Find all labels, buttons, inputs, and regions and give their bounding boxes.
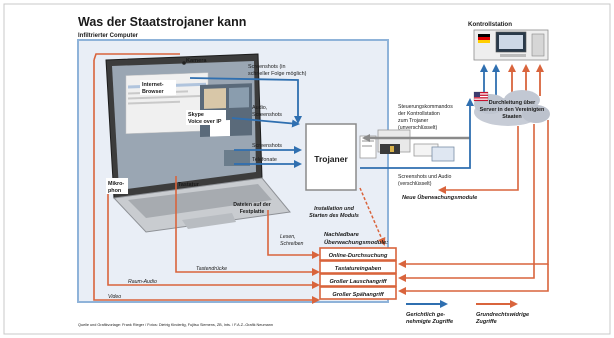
- label-usa-2: Server in den Vereinigten: [480, 107, 545, 113]
- label-steuer-3: zum Trojaner: [398, 118, 429, 124]
- control-station-computer: [473, 29, 549, 61]
- module-online-durchsuchung: Online-Durchsuchung: [329, 253, 388, 259]
- arrow-installation: [359, 187, 386, 246]
- network-devices: [359, 129, 455, 162]
- label-bg-mikro: [106, 178, 128, 194]
- module-list: Online-Durchsuchung Tastatureingaben Gro…: [319, 247, 397, 300]
- module-grosser-lauschangriff: Großer Lauschangriff: [329, 279, 387, 285]
- path-video: [93, 60, 320, 304]
- legend: Gerichtlich ge- nehmigte Zugriffe Grundr…: [406, 300, 529, 325]
- label-browser-2: Browser: [142, 89, 164, 95]
- label-tastatur: Tastatur: [178, 182, 200, 188]
- label-steuer-1: Steuerungskommandos: [398, 104, 453, 110]
- label-screenshots: Screenshots: [252, 143, 282, 149]
- label-bg-skype: [186, 110, 226, 125]
- usa-server-cloud: [474, 90, 550, 126]
- legend-gericht-2: nehmigte Zugriffe: [406, 319, 453, 325]
- module-box-3: [319, 273, 397, 287]
- label-installation-2: Starten des Moduls: [309, 213, 359, 219]
- module-grosser-spaehangriff: Großer Spähangriff: [332, 292, 384, 298]
- label-lesen-2: Schreiben: [280, 241, 303, 247]
- arrow-screenshots-fast: [189, 77, 302, 124]
- label-kontrollstation: Kontrollstation: [468, 21, 512, 28]
- orange-access-paths: [93, 53, 320, 304]
- path-raum-audio: [107, 178, 320, 289]
- label-tastendruecke: Tastendrücke: [196, 266, 227, 272]
- module-box-1: [319, 247, 397, 261]
- trojaner-box: [305, 123, 357, 191]
- label-shots-audio-2: (verschlüsselt): [398, 181, 432, 187]
- label-kamera: Kamera: [186, 58, 207, 64]
- label-shots-fast-1: Screenshots (in: [248, 64, 285, 70]
- label-usa-1: Durchleitung über: [489, 100, 536, 106]
- source-credit: Quelle und Grafikvorlage: Frank Rieger /…: [78, 323, 273, 327]
- station-arrows: [480, 64, 544, 96]
- label-skype-2: Voice over IP: [188, 119, 222, 125]
- label-bg-browser: [140, 80, 176, 95]
- section-label-infected-computer: Infiltrierter Computer: [78, 33, 139, 39]
- legend-grund-1: Grundrechtswidrige: [476, 312, 529, 318]
- path-kamera: [93, 53, 180, 61]
- orange-return-lines: [398, 120, 549, 295]
- label-lesen-1: Lesen,: [280, 234, 296, 240]
- legend-grund-2: Zugriffe: [475, 319, 497, 325]
- label-audio-2: Screenshots: [252, 112, 282, 118]
- label-audio-1: Audio,: [252, 105, 268, 111]
- label-neue-module: Neue Überwachungsmodule: [402, 194, 477, 201]
- label-shots-fast-2: schneller Folge möglich): [248, 71, 307, 77]
- arrow-screenshots-audio: [360, 98, 474, 169]
- label-browser-1: Internet-: [142, 82, 164, 88]
- label-nachladbar-1: Nachladbare: [324, 232, 360, 238]
- us-flag-icon: [473, 91, 489, 102]
- label-steuer-2: der Kontrollstation: [398, 111, 440, 117]
- diagram-title: Was der Staatstrojaner kann: [78, 15, 246, 29]
- label-nachladbar-2: Überwachungsmodule:: [324, 239, 388, 246]
- path-lesen-schreiben: [267, 210, 320, 259]
- path-tastendruecke: [175, 176, 320, 276]
- blue-data-arrows: [189, 77, 302, 168]
- label-telefonate: Telefonate: [252, 157, 277, 163]
- label-festplatte-2: Festplatte: [240, 209, 265, 215]
- label-shots-audio-1: Screenshots und Audio: [398, 174, 451, 180]
- module-box-2: [319, 260, 397, 274]
- label-mikro-1: Mikro-: [108, 181, 124, 187]
- label-festplatte-1: Dateien auf der: [233, 202, 270, 208]
- label-steuer-4: (unverschlüsselt): [398, 125, 437, 131]
- label-raum-audio: Raum-Audio: [128, 279, 157, 285]
- label-usa-3: Staaten: [502, 114, 521, 120]
- arrow-audio-screenshots: [231, 117, 300, 128]
- module-box-4: [319, 286, 397, 300]
- module-tastatureingaben: Tastatureingaben: [335, 266, 382, 272]
- label-skype-1: Skype: [188, 112, 204, 118]
- trojaner-label: Trojaner: [314, 154, 348, 164]
- label-video: Video: [108, 294, 121, 300]
- legend-gericht-1: Gerichtlich ge-: [406, 312, 445, 318]
- label-installation-1: Installation und: [314, 206, 355, 212]
- label-mikro-2: phon: [108, 188, 121, 194]
